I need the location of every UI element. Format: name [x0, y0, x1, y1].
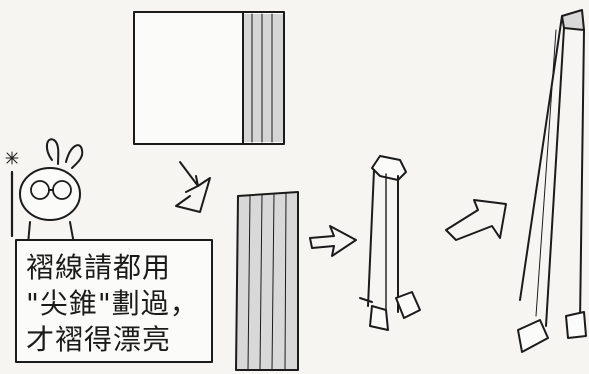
instruction-box-frame	[15, 239, 213, 363]
folded-strip	[235, 191, 299, 371]
instruction-line-3: 才褶得漂亮	[26, 323, 172, 356]
instruction-box: 褶線請都用 "尖錐"劃過， 才褶得漂亮	[16, 240, 212, 362]
square-paper	[133, 11, 285, 145]
arrow-down-right-icon	[175, 161, 211, 213]
arrow-right-icon	[309, 225, 357, 257]
tall-prism	[517, 9, 587, 353]
rabbit-character	[5, 138, 84, 245]
arrow-up-right-icon	[445, 199, 507, 241]
instruction-line-2: "尖錐"劃過，	[26, 287, 199, 320]
small-prism	[359, 155, 421, 331]
instruction-line-1: 褶線請都用	[26, 251, 172, 284]
